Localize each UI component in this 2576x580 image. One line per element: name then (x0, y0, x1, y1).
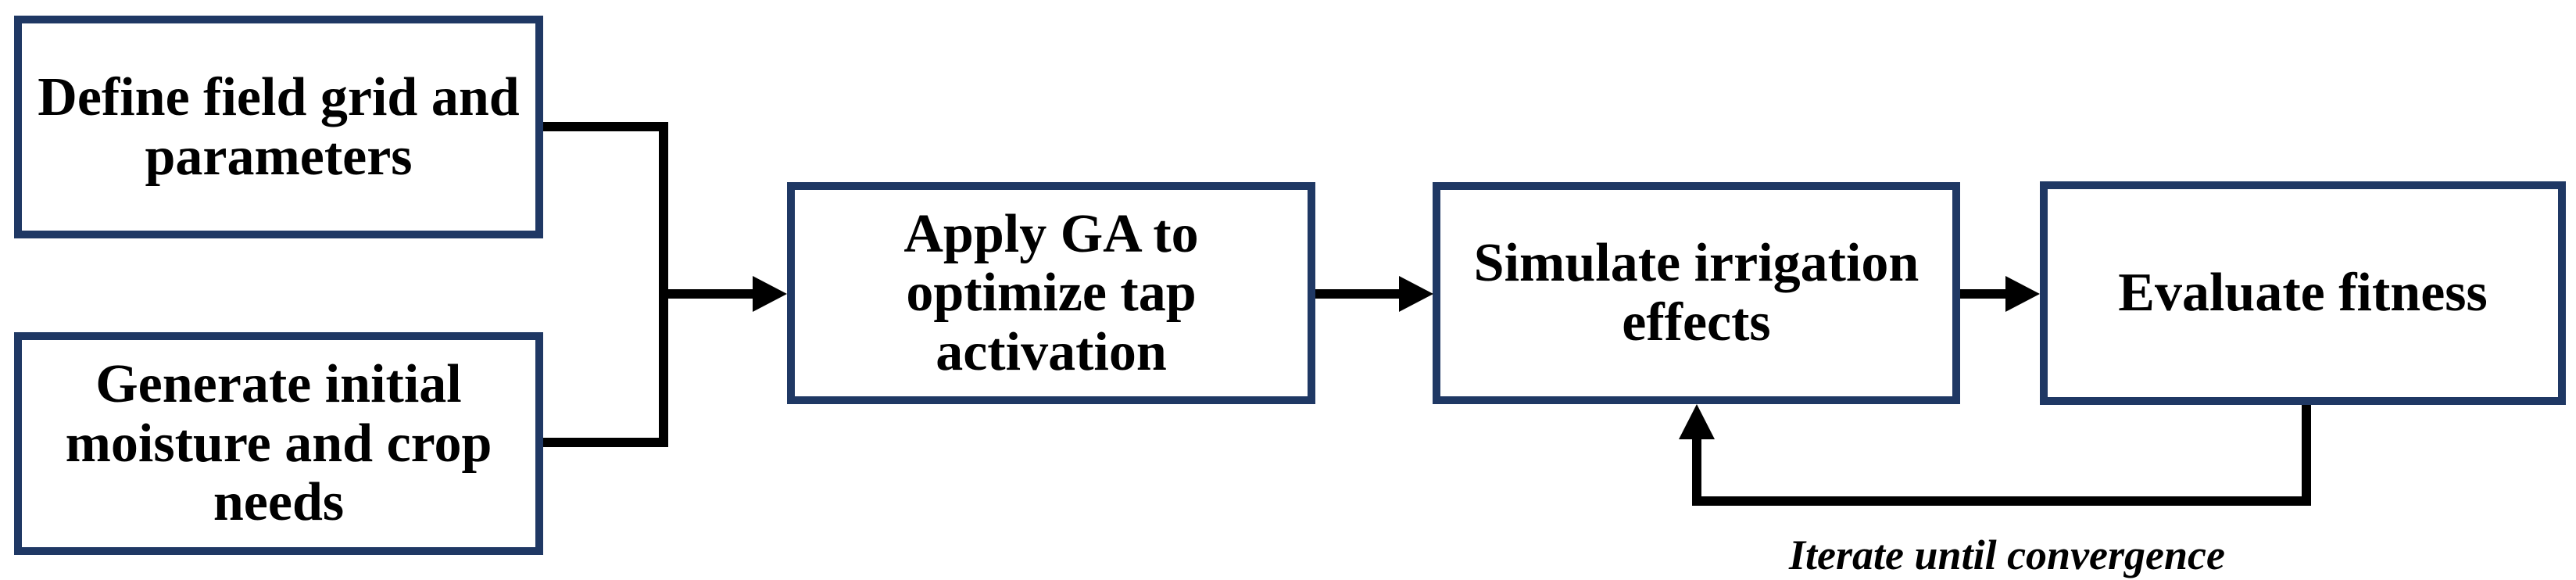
feedback-loop-up-line (1692, 436, 1701, 506)
connector-merge-vertical-line (659, 122, 668, 447)
node-apply-ga-label: Apply GA to optimize tap activation (903, 203, 1199, 382)
connector-define-out-line (543, 122, 668, 131)
arrow-simulate-to-evaluate-shaft (1960, 289, 2007, 299)
node-define-field-grid-label: Define field grid and parameters (38, 66, 520, 187)
node-simulate-irrigation: Simulate irrigation effects (1433, 182, 1960, 404)
arrow-simulate-to-evaluate-head-icon (2005, 276, 2040, 312)
node-simulate-irrigation-label: Simulate irrigation effects (1473, 233, 1919, 353)
node-evaluate-fitness: Evaluate fitness (2040, 181, 2566, 405)
arrow-merge-to-apply-ga-shaft (664, 289, 754, 299)
node-define-field-grid: Define field grid and parameters (14, 16, 543, 238)
feedback-loop-horizontal-line (1692, 496, 2311, 506)
iterate-until-convergence-label: Iterate until convergence (1789, 532, 2225, 578)
feedback-loop-arrowhead-up-icon (1679, 404, 1715, 439)
node-apply-ga: Apply GA to optimize tap activation (787, 182, 1315, 404)
node-evaluate-fitness-label: Evaluate fitness (2118, 263, 2488, 324)
node-generate-initial-moisture-label: Generate initial moisture and crop needs (65, 354, 492, 533)
feedback-loop-down-line (2302, 405, 2311, 506)
node-generate-initial-moisture: Generate initial moisture and crop needs (14, 332, 543, 555)
arrow-apply-ga-to-simulate-head-icon (1399, 276, 1433, 312)
connector-generate-out-line (543, 438, 668, 447)
arrow-apply-ga-to-simulate-shaft (1315, 289, 1401, 299)
arrow-merge-to-apply-ga-head-icon (753, 276, 787, 312)
